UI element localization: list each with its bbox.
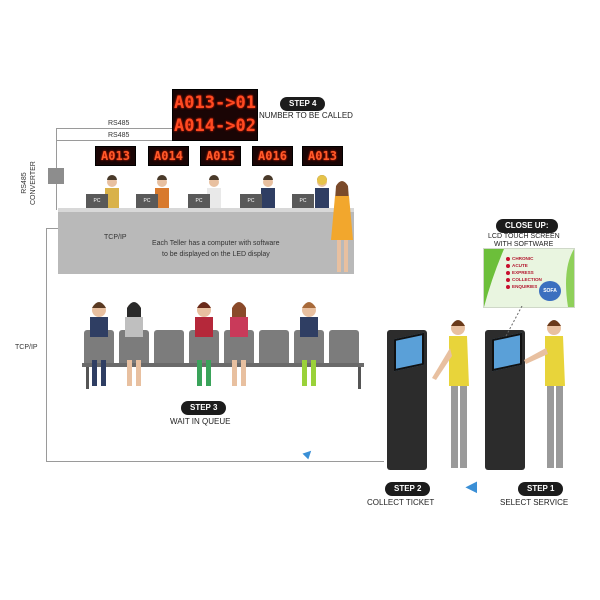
seal-logo: SOFA [539,281,561,301]
arrow-to-waiting: ▲ [298,442,320,464]
rs485-wire-vertical [56,128,57,170]
waiting-chair [329,330,359,364]
counter-note-line-1: Each Teller has a computer with software [152,240,280,247]
closeup-touchscreen: CHRONIC ACUTE EXPRESS COLLECTION ENQUIRI… [483,248,575,308]
kiosk-users-illustration [432,320,565,468]
menu-item: ENQUIRIES [506,284,537,290]
rs485-wire-top [56,128,256,129]
step-3-caption: WAIT IN QUEUE [170,417,231,426]
leaf-graphic [484,249,574,307]
counter-led-display: A014 [148,146,189,166]
step-3-badge: STEP 3 [181,401,227,415]
bench-leg [86,367,89,389]
tellers-illustration [105,175,329,208]
arrow-step1-to-step2: ◀ [466,478,477,494]
closeup-caption-line-2: WITH SOFTWARE [494,241,554,248]
bench-leg [358,367,361,389]
counter-led-display: A013 [302,146,343,166]
counter-to-converter-wire [56,184,57,210]
rs485-label-bottom: RS485 [108,132,130,139]
closeup-pointer [505,306,523,337]
closeup-badge: CLOSE UP: [496,219,558,233]
teller-pc: PC [136,194,158,208]
counter-top [58,208,354,214]
waiting-chair [154,330,184,364]
step-2-badge: STEP 2 [385,482,431,496]
tcpip-wire-bottom [46,461,384,462]
converter-label: RS485 CONVERTER [21,161,37,205]
teller-pc: PC [292,194,314,208]
main-led-display: A013->01 A014->02 [172,89,258,141]
tcpip-left-label: TCP/IP [15,344,38,351]
tcpip-wire-top [46,228,58,229]
waiting-people-illustration [90,302,318,386]
rs485-wire-bottom [56,140,256,141]
menu-item: EXPRESS [506,270,534,276]
teller-counter [58,212,354,274]
customer-at-counter [331,181,353,272]
menu-item: ACUTE [506,263,528,269]
waiting-bench [82,363,364,367]
rs485-converter [48,168,64,184]
step-4-caption: NUMBER TO BE CALLED [259,111,353,120]
waiting-chair [259,330,289,364]
main-led-line-1: A013->01 [174,93,256,113]
counter-led-display: A015 [200,146,241,166]
counter-led-display: A016 [252,146,293,166]
main-led-line-2: A014->02 [174,116,256,136]
menu-item: CHRONIC [506,256,533,262]
tcpip-wire-left-vertical [46,228,47,461]
teller-pc: PC [188,194,210,208]
tcpip-counter-label: TCP/IP [104,234,127,241]
menu-item: COLLECTION [506,277,542,283]
counter-led-display: A013 [95,146,136,166]
rs485-label-top: RS485 [108,120,130,127]
counter-note-line-2: to be displayed on the LED display [162,251,270,258]
step-2-caption: COLLECT TICKET [367,498,435,507]
step-1-badge: STEP 1 [518,482,564,496]
teller-pc: PC [240,194,262,208]
closeup-caption-line-1: LCD TOUCH SCREEN [488,233,560,240]
step-4-badge: STEP 4 [280,97,326,111]
step-1-caption: SELECT SERVICE [500,498,569,507]
teller-pc: PC [86,194,108,208]
